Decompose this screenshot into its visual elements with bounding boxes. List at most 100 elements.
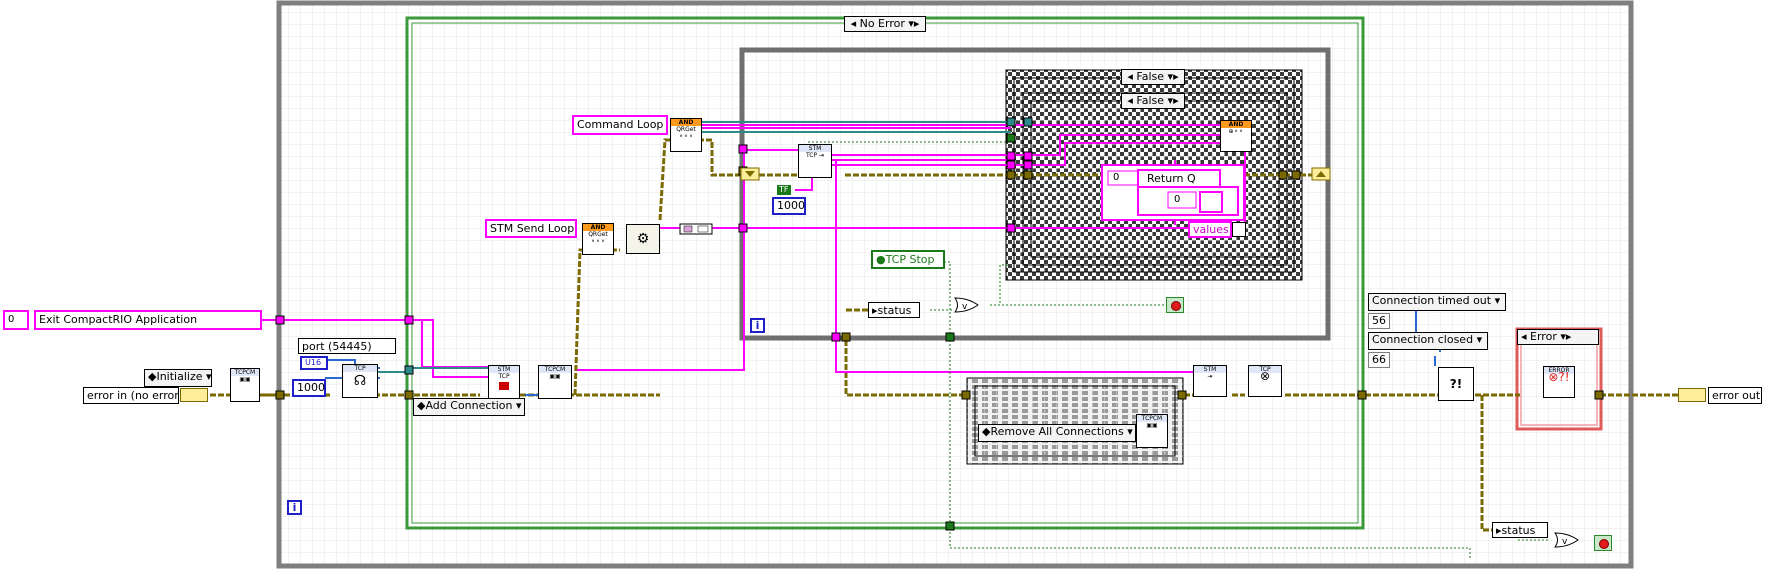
case-selector-false-outer[interactable]: ◂ False ▾▸	[1121, 69, 1185, 85]
tcpcm-icon: ▣▣	[1146, 422, 1158, 429]
boolean-wires	[808, 141, 1550, 558]
tcp-listen-label: TCP	[343, 365, 377, 372]
chevron-down-icon: ▾▸	[1167, 70, 1179, 83]
stm-tcp-icon: ⇥	[1207, 373, 1213, 380]
enum-arrows-icon: ◆	[148, 370, 157, 383]
qrget-icon: ⚬⚬⚬	[678, 133, 694, 140]
error-node-label: ERROR	[1544, 367, 1574, 374]
stm-tcp-icon: ⇥	[819, 152, 825, 159]
status-label-2: status	[1501, 524, 1536, 537]
error-case-label: Error	[1530, 330, 1557, 343]
remove-all-label: Remove All Connections	[990, 425, 1124, 438]
tcpcm-add-node[interactable]: TCPCM ▣▣	[538, 365, 572, 399]
status-unbundle-2: ▸status	[1492, 522, 1548, 538]
tcp-close-node[interactable]: TCP ⊗	[1248, 365, 1282, 397]
chevron-down-icon: ▾	[1476, 333, 1483, 346]
case-selector-error[interactable]: ◂ Error ▾▸	[1517, 329, 1599, 345]
error-out-icon	[1678, 388, 1706, 402]
clear-errors-icon: ?!	[1449, 377, 1463, 391]
tcpcm-icon: ▣▣	[239, 376, 251, 383]
bundle-constant-icon	[679, 223, 713, 235]
conn-closed-enum[interactable]: Connection closed ▾	[1368, 332, 1488, 350]
arrow-left-icon: ◂	[850, 17, 857, 30]
tcp-stop-local[interactable]: ●TCP Stop	[871, 250, 945, 269]
tcp-stop-label: TCP Stop	[885, 253, 935, 266]
return-q-index: 0	[1113, 172, 1120, 183]
tcp-close-label: TCP	[1249, 366, 1281, 373]
tcpcm-label: TCPCM	[231, 369, 259, 376]
chevron-down-icon: ▾	[206, 370, 212, 383]
or-gate-icon: v	[1554, 532, 1579, 548]
values-terminal	[1232, 222, 1246, 237]
inner-loop-stop-terminal[interactable]	[1166, 297, 1184, 313]
closed-code: 66	[1368, 352, 1390, 368]
qrget-label: QRGet	[676, 126, 696, 133]
stm-send-loop-constant[interactable]: STM Send Loop	[485, 219, 577, 238]
arrow-left-icon: ◂	[1521, 330, 1527, 343]
tcpcm-remove-node[interactable]: TCPCM ▣▣	[1136, 414, 1168, 448]
error-in-icon	[180, 388, 208, 402]
stm-tcp-node-2[interactable]: STM TCP ⇥	[798, 144, 832, 178]
tf-constant[interactable]: TF	[777, 185, 791, 195]
exit-index-constant[interactable]: 0	[3, 310, 29, 330]
status-label-1: status	[877, 304, 912, 317]
tcp-listen-node[interactable]: TCP ☊	[342, 364, 378, 398]
values-indicator[interactable]: values	[1188, 221, 1232, 238]
initialize-enum[interactable]: ◆Initialize ▾	[144, 369, 212, 387]
tcpcm-icon: ▣▣	[549, 373, 561, 380]
shift-register	[740, 167, 1331, 181]
error-handler-node[interactable]: ERROR ⊗?!	[1543, 366, 1575, 398]
case-selector-false-inner[interactable]: ◂ False ▾▸	[1121, 93, 1185, 109]
stm-tcp-label: TCP	[498, 373, 510, 380]
tcpcm-add-label: TCPCM	[539, 366, 571, 373]
remove-all-connections-enum[interactable]: ◆Remove All Connections ▾	[978, 424, 1136, 442]
tcpcm-init-node[interactable]: TCPCM ▣▣	[230, 368, 260, 402]
inner-iteration-terminal: i	[750, 318, 765, 333]
chevron-down-icon: ▾▸	[908, 17, 920, 30]
inner-timeout-constant[interactable]: 1000	[772, 197, 806, 215]
local-variable-icon: ●	[876, 253, 886, 266]
tcp-listen-icon: ☊	[353, 373, 367, 389]
bundle-by-name-node[interactable]: AND ⊕⚬⚬	[1220, 120, 1252, 152]
timeout-constant[interactable]: 1000	[292, 379, 326, 397]
initialize-label: Initialize	[156, 370, 203, 383]
error-out-terminal[interactable]: error out	[1708, 387, 1762, 404]
cluster-wires	[262, 124, 1246, 378]
and-label: AND	[583, 224, 613, 231]
bundle-icon: ⊕⚬⚬	[1228, 128, 1244, 135]
and-label: AND	[1221, 121, 1251, 128]
return-q-cluster[interactable]	[1101, 164, 1245, 221]
port-type-constant[interactable]: U16	[300, 356, 328, 370]
conn-timed-out-label: Connection timed out	[1372, 294, 1492, 307]
clear-errors-node[interactable]: ?!	[1438, 367, 1474, 401]
stm-send-node[interactable]: ⚙	[626, 224, 660, 254]
tunnels	[275, 117, 1604, 531]
qrget-node-command[interactable]: AND QRGet ⚬⚬⚬	[670, 118, 702, 152]
tcp-close-icon: ⊗	[1259, 369, 1271, 383]
error-in-terminal[interactable]: error in (no error)	[83, 387, 183, 404]
stm-tcp-node-3[interactable]: STM ⇥	[1193, 365, 1227, 397]
or-gate-icon: v	[954, 297, 979, 313]
qrget-node-send[interactable]: AND QRGet ⚬⚬⚬	[582, 223, 614, 255]
svg-text:v: v	[1562, 537, 1568, 547]
inner-index: 0	[1174, 194, 1181, 205]
false-label-2: False	[1136, 94, 1165, 107]
conn-closed-label: Connection closed	[1372, 333, 1474, 346]
outer-loop-stop-terminal[interactable]	[1594, 535, 1612, 551]
port-label: port (54445)	[298, 338, 396, 354]
qrget-icon: ⚬⚬⚬	[590, 238, 606, 245]
chevron-down-icon: ▾▸	[1167, 94, 1179, 107]
case-selector-no-error[interactable]: ◂ No Error ▾▸	[844, 16, 926, 32]
stm-label: STM	[489, 366, 519, 373]
stm-tcp-node-1[interactable]: STM TCP	[488, 365, 520, 399]
command-loop-constant[interactable]: Command Loop	[572, 115, 668, 135]
conn-timed-out-enum[interactable]: Connection timed out ▾	[1368, 293, 1506, 311]
and-label: AND	[671, 119, 701, 126]
stm-tcp-label: TCP	[805, 152, 818, 159]
exit-compactrio-constant[interactable]: Exit CompactRIO Application	[34, 310, 262, 330]
no-error-label: No Error	[859, 17, 905, 30]
stm-tcp-icon	[499, 382, 509, 390]
timed-out-code: 56	[1368, 313, 1390, 329]
add-connection-enum[interactable]: ◆Add Connection ▾	[413, 398, 525, 416]
